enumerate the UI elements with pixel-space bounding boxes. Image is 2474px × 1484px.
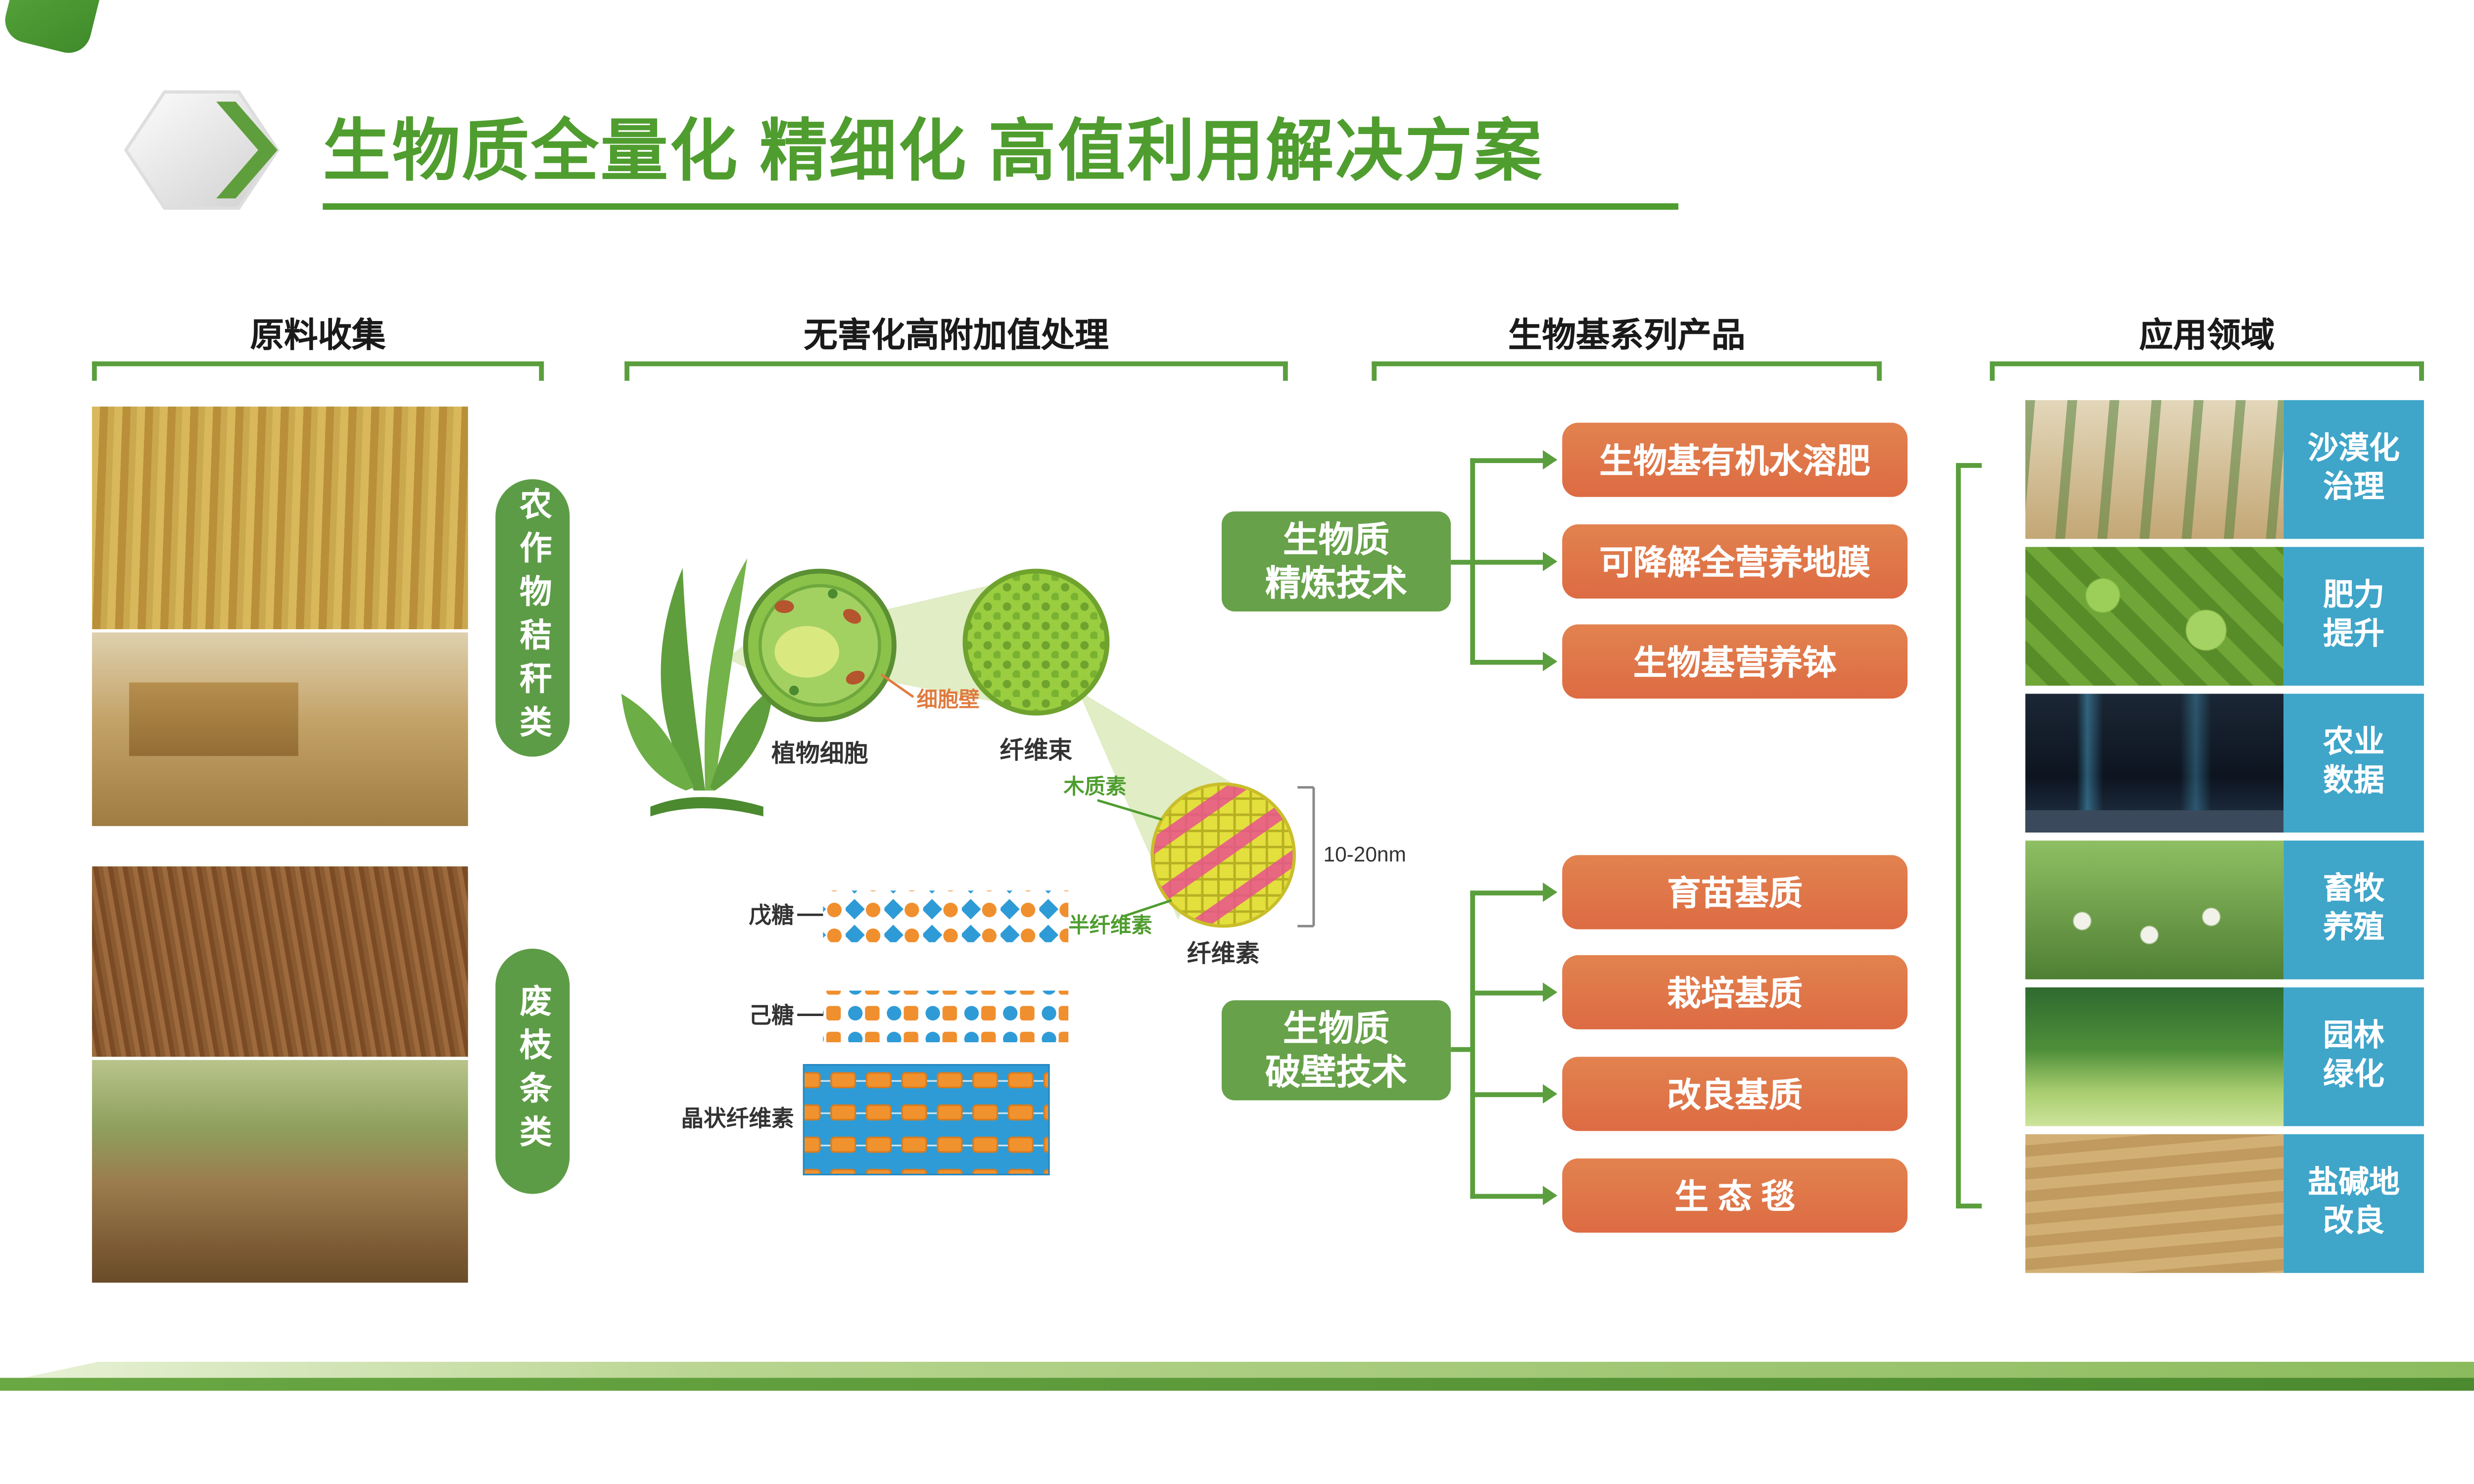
app-label-landscaping: 园林 绿化: [2284, 987, 2424, 1126]
microfibril-circle: [1152, 784, 1294, 927]
app-label-line: 治理: [2323, 470, 2384, 505]
hemicellulose-label: 半纤维素: [1068, 914, 1152, 937]
fiber-bundle-circle: [962, 568, 1110, 716]
connector-line: [1451, 559, 1472, 565]
plant-illustration: [621, 558, 773, 817]
connector-line: [1451, 1047, 1472, 1052]
app-row-landscaping: 园林 绿化: [2025, 987, 2424, 1126]
photo-livestock-breeding: [2025, 840, 2284, 979]
connector-line: [1470, 1194, 1546, 1199]
arrowhead-icon: [1543, 651, 1558, 671]
product-box-nutrient-pot: 生物基营养钵: [1562, 624, 1908, 699]
hexagon-logo: [123, 87, 284, 213]
bracket-applications-left: [1956, 463, 1982, 1208]
slide: 生物质全量化 精细化 高值利用解决方案 原料收集 无害化高附加值处理 生物基系列…: [0, 0, 2474, 1391]
arrowhead-icon: [1543, 552, 1558, 571]
app-label-line: 改良: [2323, 1204, 2384, 1239]
footer-bar-dark: [0, 1378, 2474, 1391]
photo-corn-stalks: [92, 406, 468, 630]
category-crop-straw: 农作物秸秆类: [495, 479, 570, 757]
app-label-livestock: 畜牧 养殖: [2284, 840, 2424, 979]
tech-wall-breaking-line1: 生物质: [1283, 1007, 1390, 1048]
tech-wall-breaking-line2: 破壁技术: [1265, 1052, 1408, 1093]
cellulose-label: 纤维素: [1187, 940, 1260, 967]
lignin-label: 木质素: [1063, 775, 1126, 798]
tech-box-refining: 生物质 精炼技术: [1222, 511, 1451, 612]
app-row-saline-land: 盐碱地 改良: [2025, 1134, 2424, 1273]
crystalline-cellulose-box: [803, 1064, 1050, 1176]
photo-waste-twigs: [92, 866, 468, 1057]
app-row-fertility: 肥力 提升: [2025, 547, 2424, 686]
product-box-improvement-substrate: 改良基质: [1562, 1057, 1908, 1131]
arrowhead-icon: [1543, 882, 1558, 902]
photo-orchard-branches: [92, 1060, 468, 1283]
app-label-saline-land: 盐碱地 改良: [2284, 1134, 2424, 1273]
arrowhead-icon: [1543, 450, 1558, 470]
bracket-products: [1372, 361, 1882, 381]
app-label-line: 提升: [2323, 617, 2384, 651]
app-label-line: 绿化: [2323, 1057, 2384, 1092]
app-label-desertification: 沙漠化 治理: [2284, 400, 2424, 539]
title-underline: [323, 203, 1679, 210]
crystalline-cellulose-label: 晶状纤维素: [681, 1106, 794, 1131]
app-label-line: 肥力: [2323, 578, 2384, 613]
connector-line: [1470, 1092, 1546, 1097]
cell-wall-label: 细胞壁: [917, 688, 980, 711]
header-products: 生物基系列产品: [1508, 318, 1746, 355]
app-label-fertility: 肥力 提升: [2284, 547, 2424, 686]
product-box-cultivation-substrate: 栽培基质: [1562, 955, 1908, 1029]
tech-refining-line1: 生物质: [1283, 518, 1390, 559]
photo-fertility-improvement: [2025, 547, 2284, 686]
product-box-seedling-substrate: 育苗基质: [1562, 855, 1908, 929]
connector-line: [1470, 559, 1546, 565]
connector-line: [1470, 890, 1546, 896]
hexose-chain: [823, 990, 1069, 1042]
plant-cell-label: 植物细胞: [771, 740, 868, 767]
app-label-line: 数据: [2323, 764, 2384, 798]
bracket-processing: [624, 361, 1288, 381]
app-row-agri-data: 农业 数据: [2025, 694, 2424, 833]
header-raw-collection: 原料收集: [250, 318, 386, 355]
corner-accent: [0, 0, 106, 58]
photo-agriculture-data: [2025, 694, 2284, 833]
app-row-desertification: 沙漠化 治理: [2025, 400, 2424, 539]
category-waste-branches: 废枝条类: [495, 948, 570, 1194]
arrowhead-icon: [1543, 1084, 1558, 1104]
pentose-label: 戊糖: [749, 903, 794, 928]
header-processing: 无害化高附加值处理: [804, 318, 1109, 355]
app-row-livestock: 畜牧 养殖: [2025, 840, 2424, 979]
pentose-chain: [823, 890, 1069, 942]
page-title: 生物质全量化 精细化 高值利用解决方案: [323, 113, 1544, 189]
product-box-organic-water-soluble-fertilizer: 生物基有机水溶肥: [1562, 422, 1908, 497]
processing-diagram: 细胞壁 植物细胞 纤维束 10-20nm 木质素 半纤维素 纤维素 戊糖 己糖 …: [621, 558, 1406, 1176]
photo-straw-bales: [92, 632, 468, 826]
hexose-label: 己糖: [749, 1003, 794, 1028]
hexagon-chevron-icon: [124, 90, 280, 210]
tech-refining-line2: 精炼技术: [1265, 563, 1408, 603]
app-label-agri-data: 农业 数据: [2284, 694, 2424, 833]
app-label-line: 畜牧: [2323, 872, 2384, 906]
bracket-raw: [92, 361, 544, 381]
arrowhead-icon: [1543, 1186, 1558, 1206]
bracket-applications: [1990, 361, 2424, 381]
header-applications: 应用领域: [2139, 318, 2275, 355]
scale-label: 10-20nm: [1323, 843, 1406, 866]
app-label-line: 养殖: [2323, 911, 2384, 945]
app-label-line: 盐碱地: [2308, 1165, 2400, 1200]
connector-line: [1470, 458, 1546, 464]
photo-garden-greening: [2025, 987, 2284, 1126]
app-label-line: 沙漠化: [2308, 431, 2400, 466]
connector-line: [1470, 990, 1546, 996]
photo-saline-alkali-improvement: [2025, 1134, 2284, 1273]
connector-line: [1470, 659, 1546, 665]
arrowhead-icon: [1543, 982, 1558, 1002]
photo-desertification-control: [2025, 400, 2284, 539]
product-box-eco-blanket: 生 态 毯: [1562, 1158, 1908, 1233]
fiber-bundle-label: 纤维束: [1000, 737, 1073, 764]
tech-box-wall-breaking: 生物质 破壁技术: [1222, 1000, 1451, 1101]
app-label-line: 农业: [2323, 725, 2384, 759]
product-box-degradable-mulch-film: 可降解全营养地膜: [1562, 524, 1908, 599]
app-label-line: 园林: [2323, 1019, 2384, 1053]
connector-line: [1470, 890, 1475, 1199]
